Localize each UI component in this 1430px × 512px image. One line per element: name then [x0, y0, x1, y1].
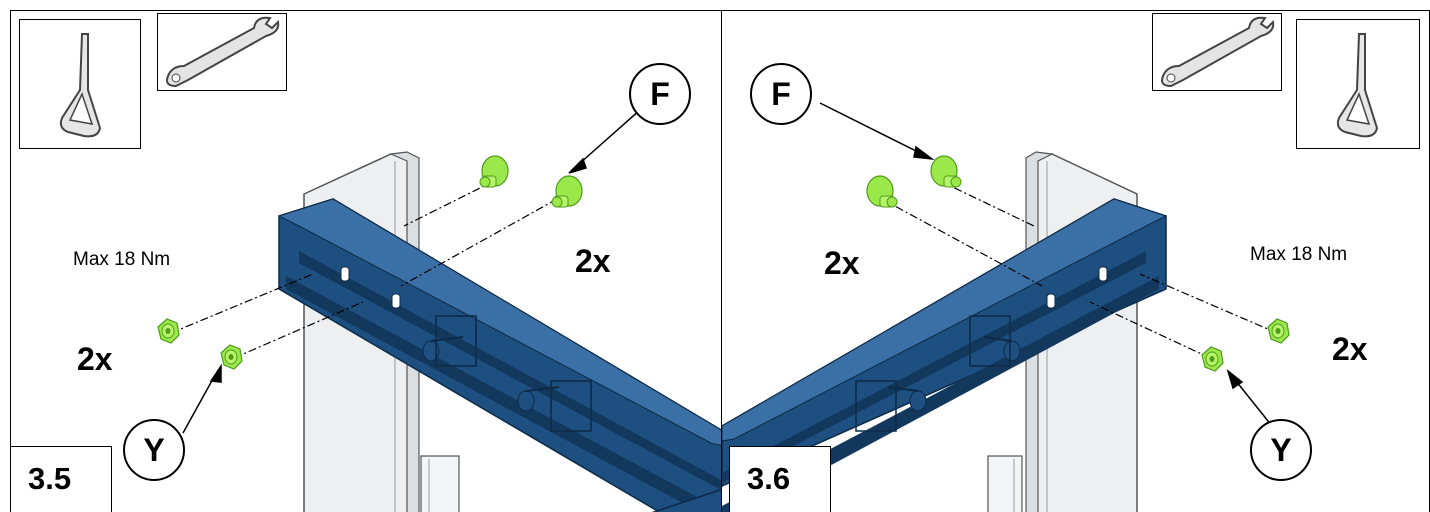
nut-quantity: 2x: [77, 341, 113, 377]
bolt-f: [866, 175, 898, 208]
nut-y: [1267, 318, 1290, 344]
beam-slot: [1046, 293, 1056, 309]
leader-arrows: [182, 108, 642, 434]
beam-slot: [391, 293, 401, 309]
step-panel-3-6: Max 18 Nm 2x 2x F Y 3.6: [722, 10, 1430, 512]
bolt-f: [479, 155, 509, 188]
wrench-icon: [1152, 13, 1282, 91]
nut-y: [1201, 346, 1224, 372]
nut-y: [220, 344, 243, 370]
step-number: 3.6: [729, 446, 831, 512]
torque-label: Max 18 Nm: [1250, 244, 1348, 265]
callout-nut-y: Y: [1250, 419, 1312, 481]
bolt-f: [930, 155, 962, 188]
hex-key-icon: [1296, 19, 1420, 149]
bolt-f: [551, 175, 583, 208]
horizontal-beam: [722, 198, 1168, 512]
callout-bolt-f: F: [629, 63, 691, 125]
nut-y: [157, 318, 180, 344]
step-number: 3.5: [11, 446, 112, 512]
callout-bolt-f: F: [750, 63, 812, 125]
beam-slot: [340, 266, 350, 282]
bolt-quantity: 2x: [575, 243, 611, 279]
horizontal-beam: [277, 198, 721, 512]
leader-arrows: [819, 102, 1273, 427]
nut-quantity: 2x: [1332, 331, 1368, 367]
assembly-illustration-3-6: [722, 102, 1290, 512]
bolt-quantity: 2x: [824, 245, 860, 281]
callout-nut-y: Y: [123, 419, 185, 481]
assembly-illustration-3-5: [157, 108, 721, 512]
alignment-lines: [170, 180, 558, 359]
torque-label: Max 18 Nm: [73, 249, 171, 270]
alignment-lines: [881, 180, 1278, 359]
beam-slot: [1098, 266, 1108, 282]
wrench-icon: [157, 13, 287, 91]
step-panel-3-5: Max 18 Nm 2x 2x F Y 3.5: [10, 10, 722, 512]
hex-key-icon: [19, 19, 141, 149]
